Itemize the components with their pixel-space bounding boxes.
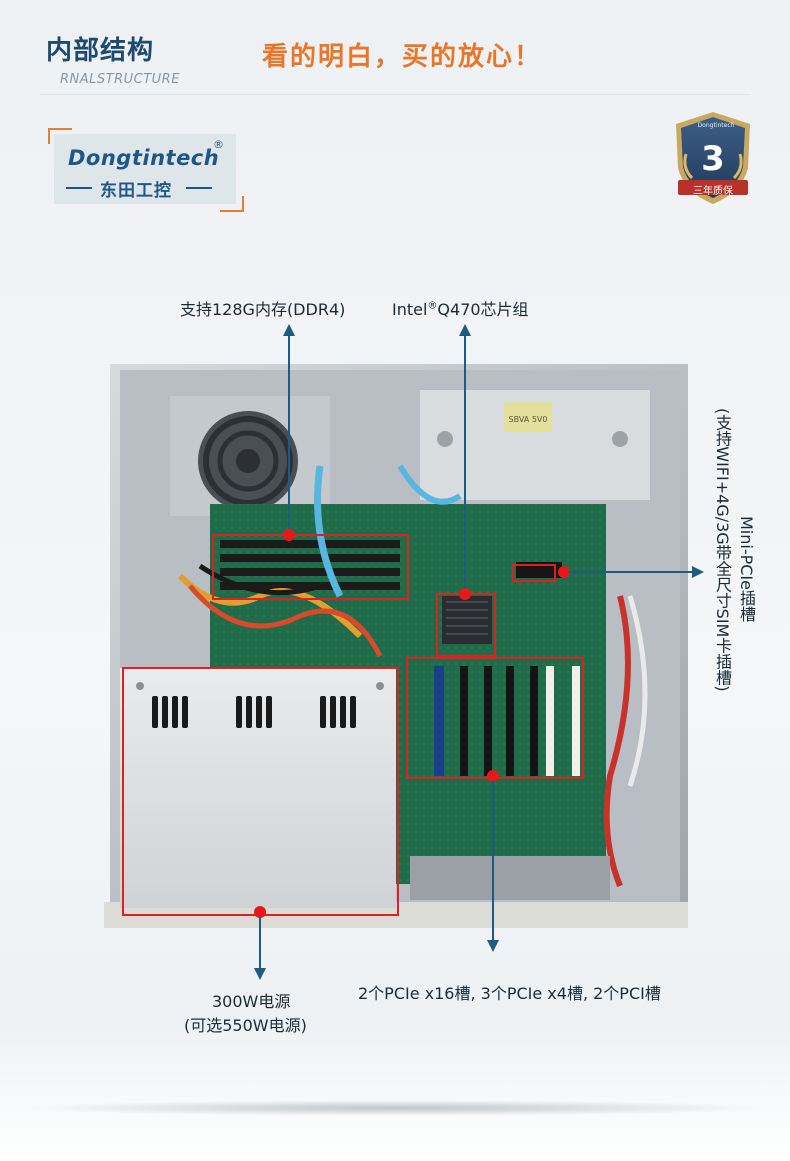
arrow-chipset-icon [459, 324, 471, 336]
callout-minipcie-detail: (支持WIFI+4G/3G带全尺寸SIM卡插槽) [713, 408, 732, 692]
bottom-shadow [20, 1100, 770, 1116]
leader-chipset [464, 334, 466, 598]
marker-slots [487, 770, 499, 782]
highlight-psu [122, 667, 399, 916]
callout-psu-option: (可选550W电源) [184, 1016, 307, 1035]
callout-chipset: Intel®Q470芯片组 [392, 296, 529, 320]
callout-psu-main: 300W电源 [212, 992, 291, 1011]
header-divider [40, 94, 750, 95]
drive-sticker: SBVA 5V0 [509, 415, 548, 424]
chipset-suffix: Q470芯片组 [437, 300, 529, 319]
chipset-prefix: Intel [392, 300, 428, 319]
badge-brand: Dongtintech [697, 122, 735, 129]
marker-psu [254, 906, 266, 918]
marker-minipcie [558, 566, 570, 578]
highlight-memory [212, 534, 409, 600]
chipset-registered: ® [427, 300, 438, 312]
brand-logo [54, 134, 236, 204]
highlight-slots [406, 657, 584, 779]
arrow-minipcie-icon [692, 566, 704, 578]
callout-memory: 支持128G内存(DDR4) [180, 300, 346, 319]
warranty-badge-icon: 3 [676, 112, 750, 204]
svg-text:3: 3 [701, 139, 725, 179]
leader-memory [288, 334, 290, 534]
arrow-slots-icon [487, 940, 499, 952]
highlight-minipcie [512, 564, 556, 582]
logo-brand-cn: 东田工控 [100, 181, 172, 201]
highlight-chipset [436, 593, 496, 657]
chassis-interior-image: SBVA 5V0 [104, 364, 688, 928]
arrow-memory-icon [283, 324, 295, 336]
leader-psu [259, 916, 261, 968]
marker-memory [283, 529, 295, 541]
section-title: 内部结构 [46, 36, 155, 66]
marker-chipset [459, 588, 471, 600]
logo-dash-right [186, 187, 212, 189]
logo-registered-mark: ® [213, 138, 224, 151]
logo-corner-tl [48, 128, 72, 144]
arrow-psu-icon [254, 968, 266, 980]
slogan: 看的明白，买的放心！ [262, 42, 543, 72]
leader-slots [492, 780, 494, 940]
badge-label: 三年质保 [693, 186, 733, 197]
section-subtitle: RNALSTRUCTURE [60, 72, 180, 87]
logo-dash-left [66, 187, 92, 189]
leader-minipcie [568, 571, 692, 573]
callout-slots: 2个PCIe x16槽, 3个PCIe x4槽, 2个PCI槽 [358, 984, 661, 1003]
callout-minipcie-title: Mini-PCIe插槽 [737, 516, 756, 622]
logo-corner-br [220, 196, 244, 212]
logo-brand-en: Dongtintech [68, 146, 220, 170]
